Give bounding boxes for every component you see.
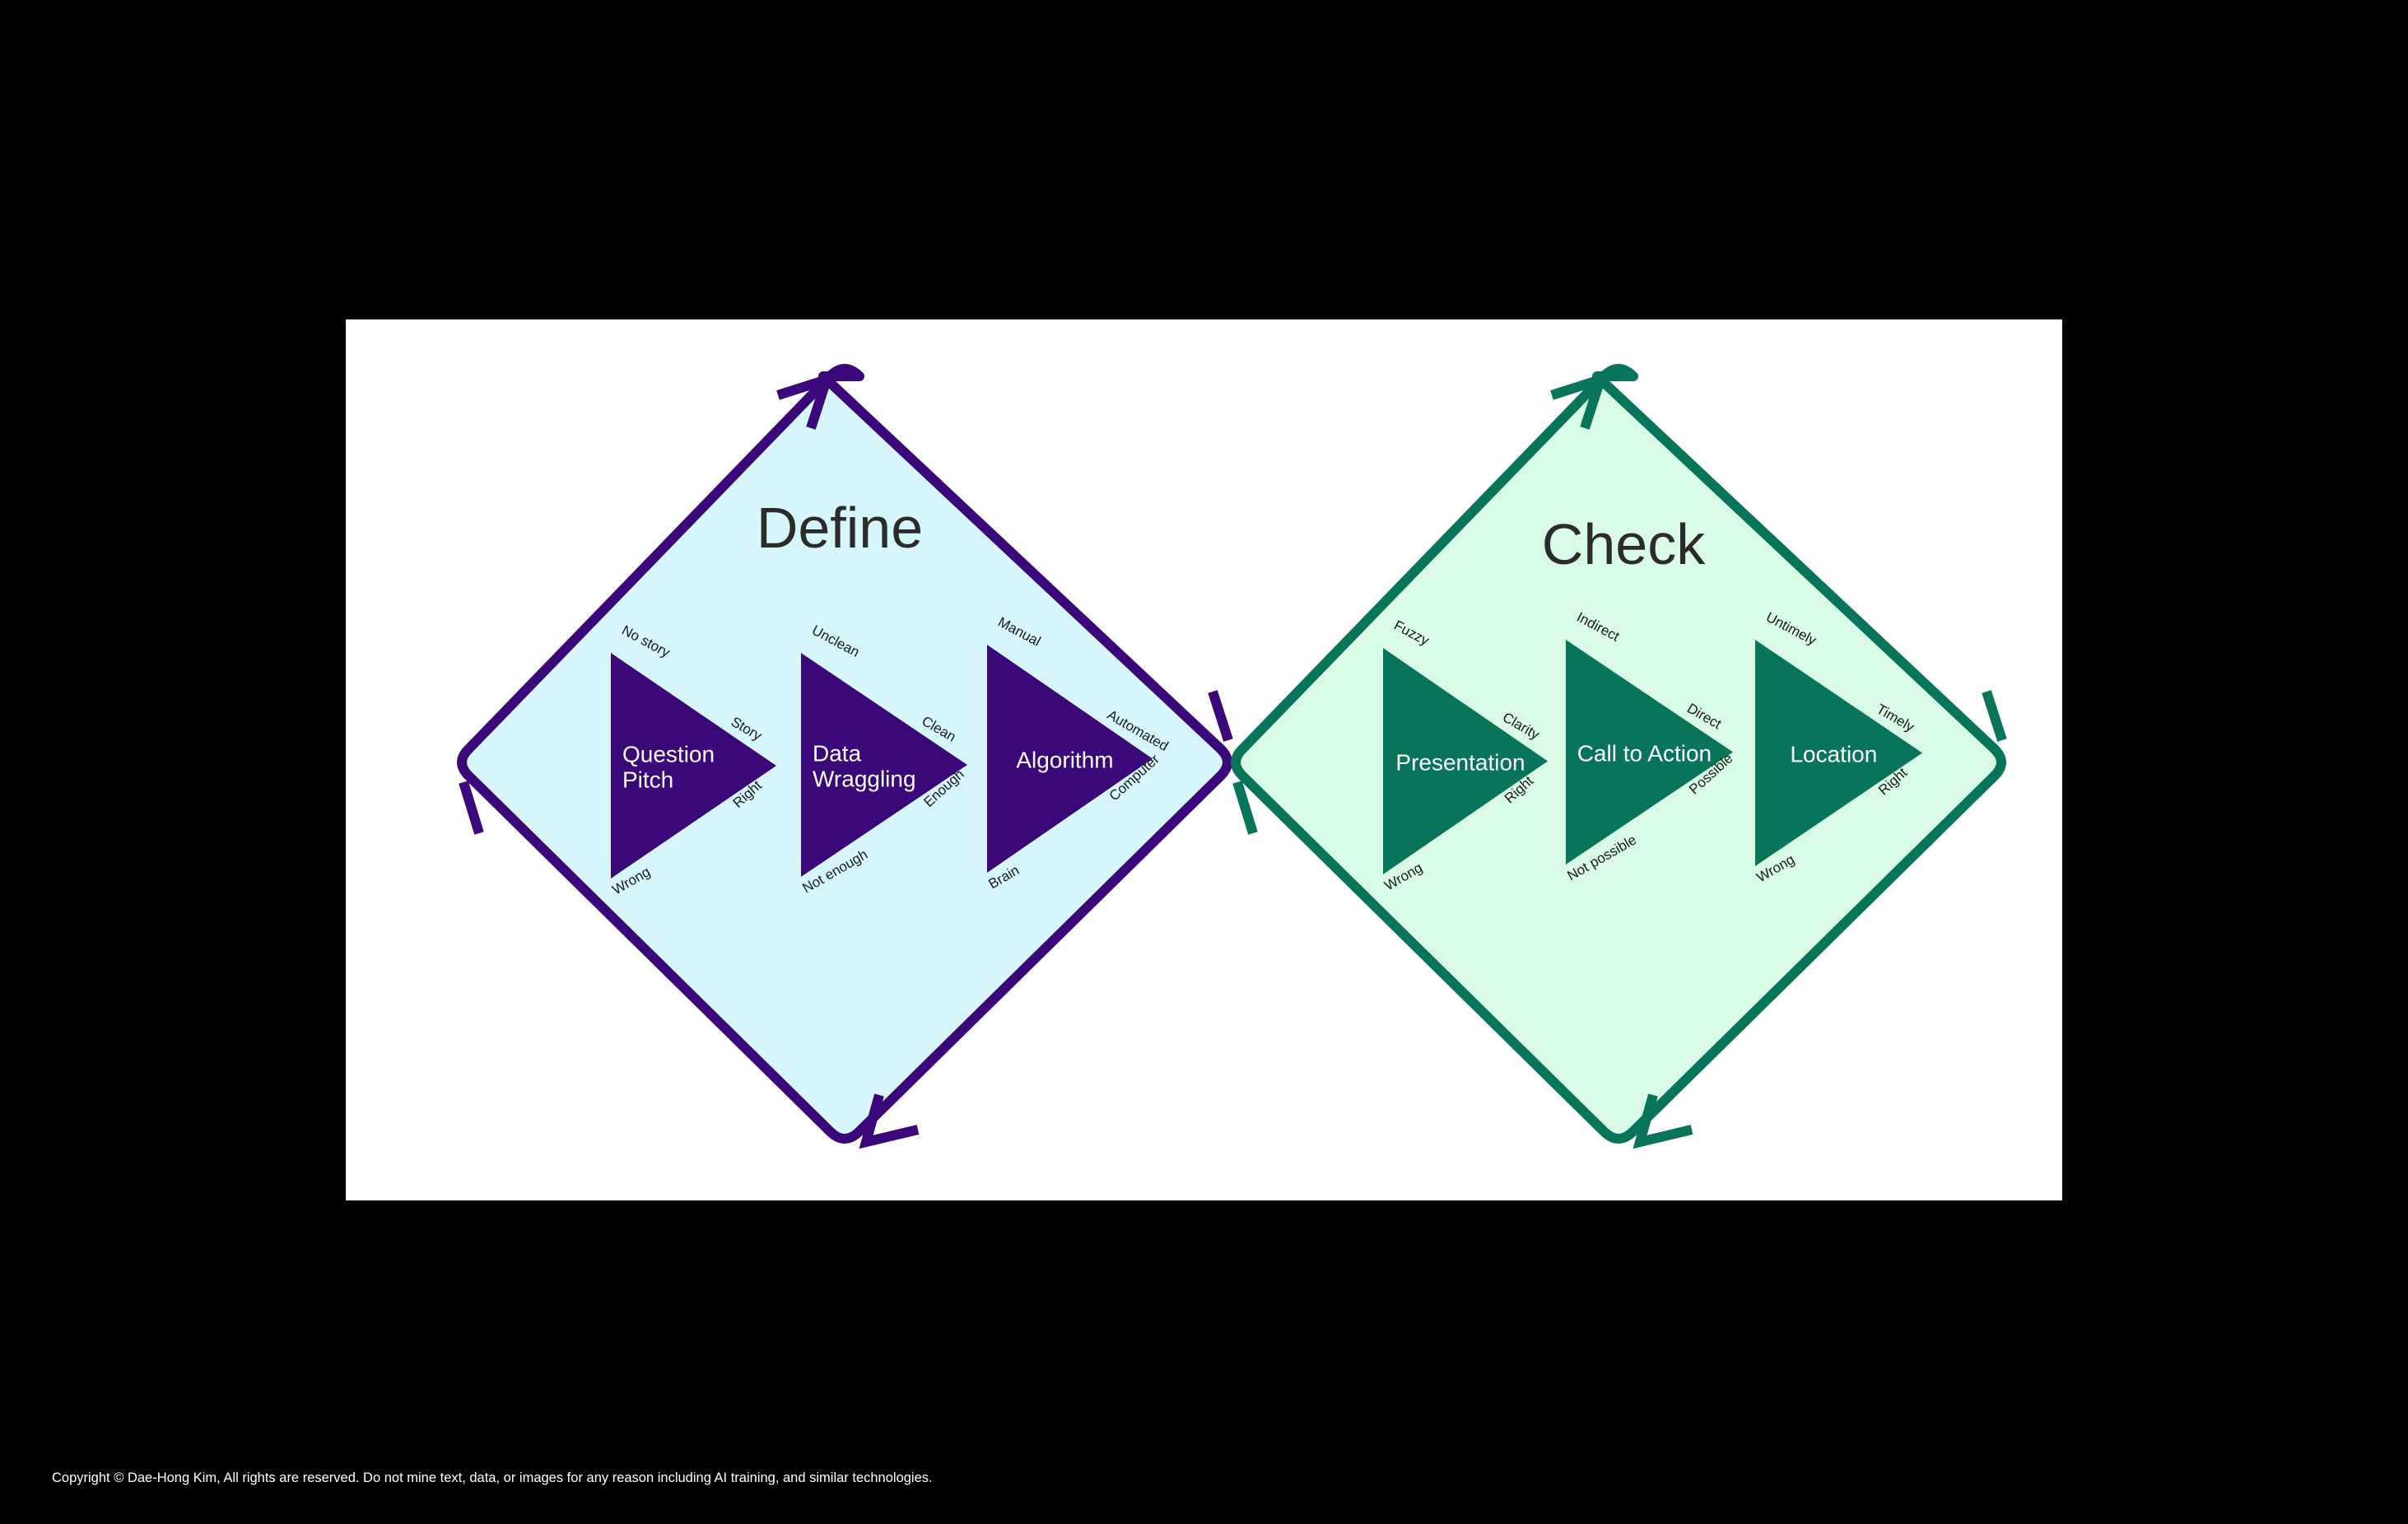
check-step-label: Call to Action	[1577, 741, 1712, 767]
define-right-arrow-icon	[1208, 690, 1233, 742]
define-top-arrow-icon	[776, 371, 835, 430]
define-bottom-arrow-icon	[859, 1093, 920, 1149]
check-step-triangle	[1566, 640, 1733, 865]
define-left-arrow-icon	[459, 781, 484, 835]
check-step-triangle	[1383, 648, 1548, 874]
check-right-arrow-icon	[1982, 690, 2007, 742]
check-step-triangle	[1755, 640, 1922, 866]
check-bottom-arrow-icon	[1633, 1093, 1693, 1149]
define-step-label: Wraggling	[813, 767, 916, 792]
define-step-label: Algorithm	[1016, 748, 1113, 773]
define-step-triangle	[987, 645, 1153, 873]
define-step-label: Data	[813, 741, 862, 767]
define-step-label: Question	[622, 742, 715, 767]
define-step-triangle	[801, 653, 967, 877]
check-step-label: Presentation	[1395, 750, 1525, 776]
check-cycle: Check PresentationFuzzyClarityRightWrong…	[1231, 364, 2007, 1149]
check-step-label: Location	[1790, 742, 1877, 767]
check-left-arrow-icon	[1232, 781, 1258, 835]
check-title: Check	[1542, 512, 1706, 576]
define-title: Define	[757, 496, 923, 560]
check-top-arrow-icon	[1550, 371, 1609, 430]
define-step-triangle	[611, 653, 776, 879]
copyright-notice: Copyright © Dae-Hong Kim, All rights are…	[52, 1470, 933, 1485]
define-step-label: Pitch	[622, 767, 673, 793]
